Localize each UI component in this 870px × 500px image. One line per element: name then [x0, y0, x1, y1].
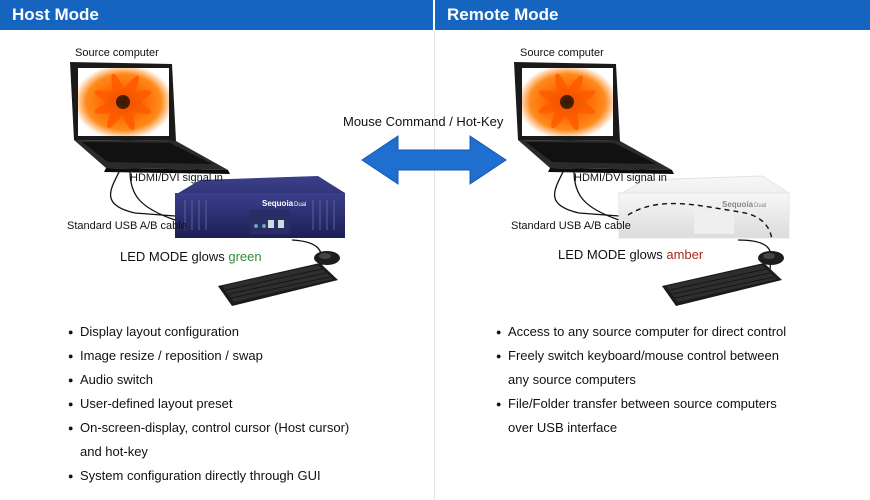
host-laptop [70, 62, 230, 174]
host-feature-item: User-defined layout preset [68, 392, 408, 416]
host-sequoia-device: Sequoia Dual [175, 176, 345, 238]
host-mode-header: Host Mode [0, 0, 433, 30]
remote-hdmi-label: HDMI/DVI signal in [574, 172, 667, 184]
remote-feature-item: Access to any source computer for direct… [496, 320, 836, 344]
remote-feature-item: File/Folder transfer between source comp… [496, 392, 836, 416]
host-mouse [314, 251, 340, 265]
host-device-brand: Sequoia [262, 199, 294, 208]
remote-feature-item-continuation: any source computers [508, 372, 636, 387]
remote-device-brand: Sequoia [722, 200, 754, 209]
remote-cables [553, 169, 772, 271]
remote-mode-title: Remote Mode [447, 5, 559, 24]
header-divider [433, 0, 435, 30]
diagram-scene: Sequoia Dual [70, 62, 790, 306]
remote-led-prefix: LED MODE glows [558, 247, 663, 262]
bidirectional-arrow [361, 135, 507, 185]
remote-device-model: Dual [754, 203, 766, 209]
remote-bypass-path [627, 202, 773, 241]
remote-mode-header: Remote Mode [435, 0, 870, 30]
remote-feature-item-continuation: over USB interface [508, 420, 618, 435]
remote-flower-petals [538, 73, 596, 131]
remote-usb-label: Standard USB A/B cable [511, 220, 631, 232]
remote-source-computer-label: Source computer [520, 47, 604, 59]
remote-laptop [514, 62, 674, 174]
host-keyboard [218, 263, 338, 306]
remote-mouse [758, 251, 784, 265]
host-mode-title: Host Mode [12, 5, 99, 24]
host-usb-label: Standard USB A/B cable [67, 220, 187, 232]
host-source-computer-label: Source computer [75, 47, 159, 59]
remote-led-label: LED MODE glows amber [558, 247, 703, 262]
host-led-label: LED MODE glows green [120, 249, 262, 264]
host-feature-item: On-screen-display, control cursor (Host … [68, 416, 408, 440]
host-feature-list: Display layout configuration Image resiz… [68, 320, 408, 488]
host-device-model: Dual [294, 202, 306, 208]
remote-led-state: amber [666, 247, 704, 262]
host-feature-item-continuation: and hot-key [80, 444, 148, 459]
host-feature-item: System configuration directly through GU… [68, 464, 408, 488]
host-flower-petals [94, 73, 152, 131]
remote-sequoia-device: Sequoia Dual [618, 175, 790, 241]
remote-feature-item: Freely switch keyboard/mouse control bet… [496, 344, 836, 368]
remote-keyboard [662, 263, 782, 306]
panel-divider [434, 30, 435, 500]
host-led-prefix: LED MODE glows [120, 249, 225, 264]
host-feature-item: Audio switch [68, 368, 408, 392]
arrow-label: Mouse Command / Hot-Key [343, 114, 504, 129]
remote-feature-list: Access to any source computer for direct… [496, 320, 836, 440]
host-hdmi-label: HDMI/DVI signal in [130, 172, 223, 184]
host-feature-item: Image resize / reposition / swap [68, 344, 408, 368]
host-led-state: green [228, 249, 262, 264]
host-feature-item: Display layout configuration [68, 320, 408, 344]
